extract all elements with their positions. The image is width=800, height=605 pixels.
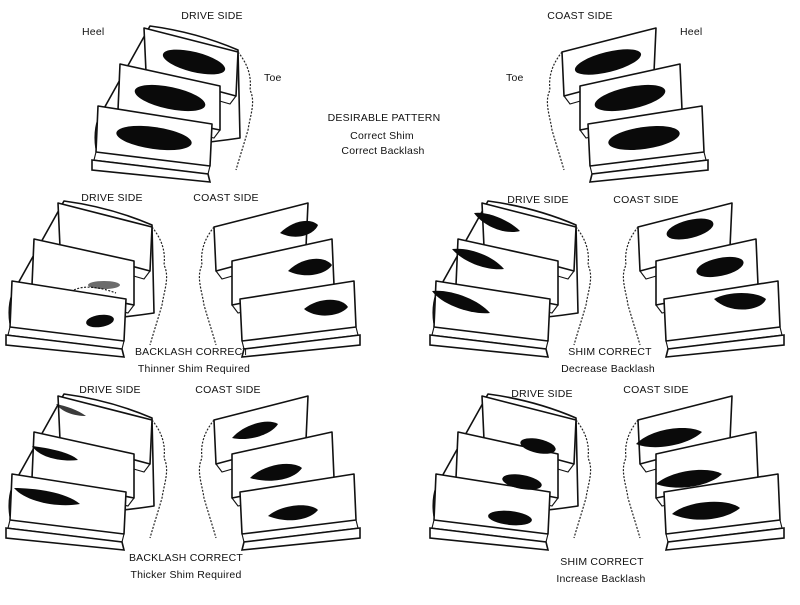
panel2-coast-gear <box>622 202 785 358</box>
panel2-drive-side-label: DRIVE SIDE <box>507 194 569 206</box>
panel2-caption-sub: Decrease Backlash <box>561 363 655 375</box>
panel3-drive-side-label: DRIVE SIDE <box>79 384 141 396</box>
desirable-coast-side-label: COAST SIDE <box>547 10 613 22</box>
panel1-coast-side-label: COAST SIDE <box>193 192 259 204</box>
panel4-caption-sub: Increase Backlash <box>556 573 646 585</box>
toe-left-label: Toe <box>264 72 282 84</box>
panel4-drive-side-label: DRIVE SIDE <box>511 388 573 400</box>
desirable-drive-gear <box>91 25 254 183</box>
desirable-pattern-title: DESIRABLE PATTERN <box>327 112 441 124</box>
panel3-coast-gear <box>198 395 361 551</box>
toe-right-label: Toe <box>506 72 524 84</box>
panel2-coast-side-label: COAST SIDE <box>613 194 679 206</box>
panel3-caption-title: BACKLASH CORRECT <box>128 552 244 564</box>
panel1-drive-side-label: DRIVE SIDE <box>81 192 143 204</box>
panel2-caption-title: SHIM CORRECT <box>568 346 652 358</box>
desirable-drive-side-label: DRIVE SIDE <box>181 10 243 22</box>
panel1-caption-title: BACKLASH CORRECT <box>134 346 250 358</box>
heel-right-label: Heel <box>680 26 703 38</box>
panel4-coast-side-label: COAST SIDE <box>623 384 689 396</box>
panel1-coast-gear <box>198 202 361 358</box>
desirable-line2: Correct Backlash <box>341 145 425 157</box>
desirable-line1: Correct Shim <box>350 130 414 142</box>
panel2-drive-gear <box>429 200 592 358</box>
panel4-drive-gear <box>429 393 592 551</box>
heel-left-label: Heel <box>82 26 105 38</box>
panel3-caption-sub: Thicker Shim Required <box>130 569 242 581</box>
panel4-coast-gear <box>622 395 785 551</box>
panel3-drive-gear <box>5 393 168 551</box>
panel3-coast-side-label: COAST SIDE <box>195 384 261 396</box>
panel1-drive-gear <box>5 200 168 358</box>
desirable-coast-gear <box>546 27 709 183</box>
panel1-caption-sub: Thinner Shim Required <box>137 363 251 375</box>
panel4-caption-title: SHIM CORRECT <box>560 556 644 568</box>
